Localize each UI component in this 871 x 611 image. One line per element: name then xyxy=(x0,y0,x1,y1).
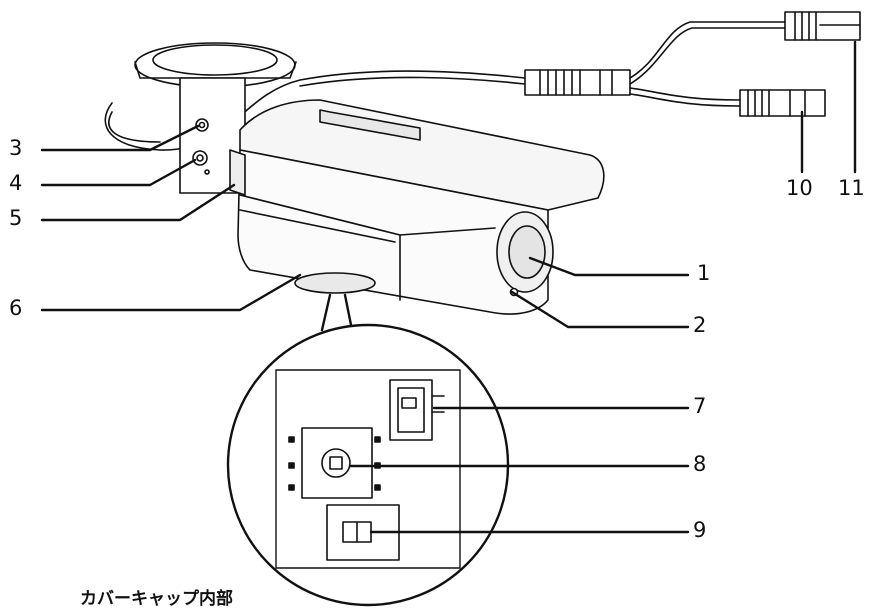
callout-3: 3 xyxy=(9,136,23,160)
interior-leader-lines xyxy=(348,406,690,534)
cable-bundle xyxy=(104,11,861,151)
callout-10: 10 xyxy=(786,176,813,200)
callout-6: 6 xyxy=(9,296,23,320)
camera-housing xyxy=(229,99,605,315)
callout-4: 4 xyxy=(9,171,23,195)
callout-2: 2 xyxy=(693,313,707,337)
callout-11: 11 xyxy=(838,176,865,200)
callout-9: 9 xyxy=(693,518,707,542)
leader-lines xyxy=(40,40,857,332)
callout-8: 8 xyxy=(693,452,707,476)
magnifier-caption: カバーキャップ内部 xyxy=(80,589,233,609)
callout-1: 1 xyxy=(697,261,711,285)
callout-7: 7 xyxy=(693,394,707,418)
callout-5: 5 xyxy=(9,206,23,230)
